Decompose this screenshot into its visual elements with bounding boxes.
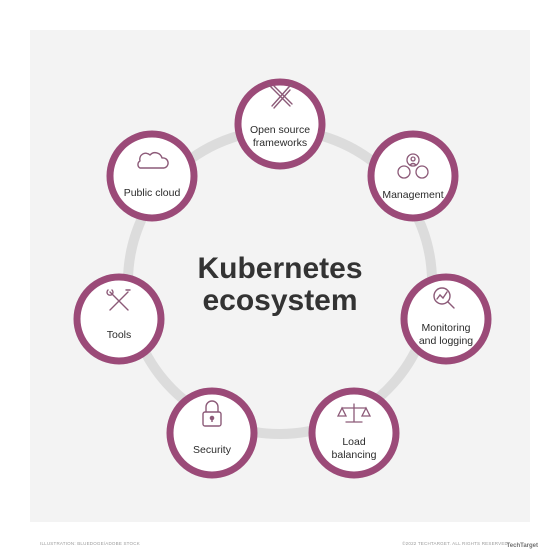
node-load-balancing — [308, 387, 400, 479]
node-public-cloud — [106, 130, 198, 222]
padlock-icon — [202, 400, 222, 427]
security-label: Security — [193, 444, 231, 456]
cloud-icon — [137, 152, 169, 169]
node-open-source-frameworks — [234, 78, 326, 170]
node-security — [166, 387, 258, 479]
scales-icon — [336, 403, 372, 423]
node-tools — [73, 273, 165, 365]
load-balancing-label: Load balancing — [331, 436, 377, 461]
techtarget-logo: TechTarget — [506, 543, 538, 549]
title-line-1: Kubernetes — [197, 252, 363, 285]
node-management — [367, 130, 459, 222]
tools-label: Tools — [106, 329, 132, 341]
public-cloud-label: Public cloud — [123, 187, 181, 199]
monitoring-and-logging-label: Monitoring and logging — [418, 322, 474, 347]
open-source-frameworks-label: Open source frameworks — [249, 124, 311, 149]
people-group-icon — [397, 153, 429, 179]
crossed-tools-icon — [267, 83, 293, 109]
diagram-title: Kubernetes ecosystem — [197, 253, 362, 317]
magnifier-chart-icon — [433, 287, 455, 309]
copyright-notice: ©2022 TECHTARGET. ALL RIGHTS RESERVED — [402, 541, 508, 546]
node-monitoring-and-logging — [400, 273, 492, 365]
illustration-credit: ILLUSTRATION: BLUEDOGE/ADOBE STOCK — [40, 541, 140, 546]
management-label: Management — [382, 189, 444, 201]
wrench-screwdriver-icon — [106, 289, 131, 311]
title-line-2: ecosystem — [202, 284, 358, 317]
